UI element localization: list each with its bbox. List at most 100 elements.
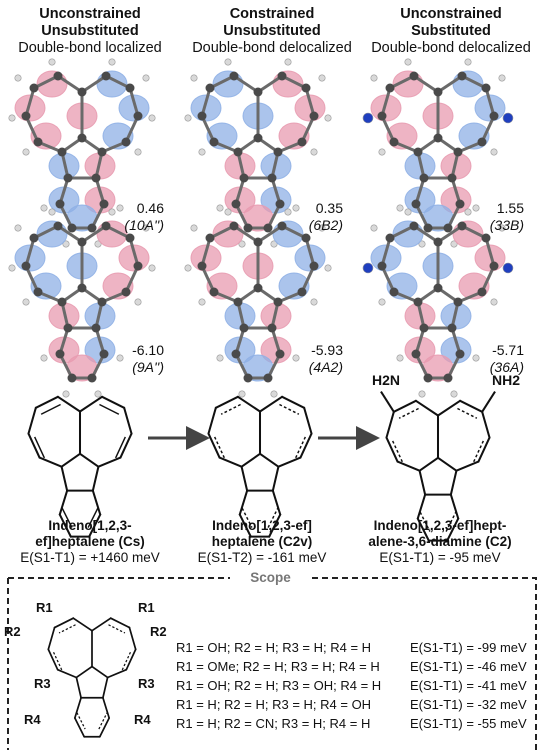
- orbital-bottom-2-state: (4A2): [308, 359, 343, 375]
- hydrogen-atom: [450, 390, 458, 398]
- orbital-bottom-1-value: -6.10: [132, 342, 164, 358]
- structure-bond: [218, 456, 243, 468]
- structure-inner-bond: [391, 440, 404, 463]
- structure-bond: [416, 517, 430, 542]
- orbital-bond: [257, 74, 283, 94]
- carbon-atom: [443, 373, 453, 383]
- carbon-atom: [91, 173, 101, 183]
- carbon-atom: [87, 223, 97, 233]
- orbital-bond: [414, 327, 426, 355]
- hydrogen-atom: [370, 224, 378, 232]
- carbon-atom: [309, 261, 319, 271]
- structure-bond: [101, 395, 126, 409]
- structure-bond: [436, 399, 462, 417]
- orbital-bond: [437, 74, 463, 94]
- hydrogen-atom: [142, 224, 150, 232]
- orbital-bond: [380, 237, 392, 267]
- orbital-bond: [24, 87, 36, 117]
- hydrogen-atom: [190, 74, 198, 82]
- orbital-bond: [24, 115, 40, 143]
- carbon-atom: [409, 71, 419, 81]
- structure-bond: [128, 626, 137, 651]
- structure-bond: [56, 668, 78, 679]
- structure-bond: [455, 460, 480, 472]
- carbon-atom: [423, 373, 433, 383]
- structure-bond: [27, 406, 37, 435]
- carbon-atom: [197, 111, 207, 121]
- carbon-atom: [413, 147, 423, 157]
- orbital-bottom-1-state: (9A''): [132, 359, 164, 375]
- carbon-atom: [419, 323, 429, 333]
- carbon-atom: [477, 137, 487, 147]
- structure-bond: [449, 469, 458, 496]
- carbon-atom: [99, 349, 109, 359]
- scope-r-label-5: R3: [34, 676, 51, 691]
- carbon-atom: [411, 349, 421, 359]
- structure-bond: [385, 410, 395, 439]
- hydrogen-atom: [48, 58, 56, 66]
- structure-inner-bond: [445, 511, 457, 532]
- structure-bond: [102, 696, 111, 719]
- orbital-bottom-2: [184, 208, 332, 398]
- structure-inner-bond: [457, 407, 478, 419]
- carbon-atom: [489, 111, 499, 121]
- carbon-atom: [33, 287, 43, 297]
- orbital-bond: [304, 237, 316, 267]
- carbon-atom: [121, 287, 131, 297]
- orbital-bond: [58, 177, 70, 205]
- orbital-bond: [413, 224, 439, 244]
- carbon-atom: [433, 283, 443, 293]
- header-2-line1: Constrained: [229, 6, 315, 22]
- orbital-bond: [94, 327, 106, 355]
- carbon-atom: [53, 221, 63, 231]
- hydrogen-atom: [464, 208, 472, 216]
- carbon-atom: [67, 223, 77, 233]
- carbon-atom: [233, 147, 243, 157]
- carbon-atom: [277, 71, 287, 81]
- header-3-line3: Double-bond delocalized: [371, 40, 531, 56]
- hydrogen-atom: [142, 74, 150, 82]
- orbital-bond: [94, 177, 106, 205]
- carbon-atom: [385, 83, 395, 93]
- carbon-atom: [133, 111, 143, 121]
- orbital-bond: [233, 224, 259, 244]
- carbon-atom: [477, 287, 487, 297]
- hydrogen-atom: [62, 390, 70, 398]
- structure-bond: [91, 665, 109, 679]
- compound-3-name-line1: Indeno[1,2,3-ef]hept-: [373, 518, 507, 533]
- scope-row-3-text: R1 = OH; R2 = H; R3 = OH; R4 = H: [176, 678, 382, 693]
- structure-bond: [258, 395, 284, 413]
- carbon-atom: [453, 147, 463, 157]
- orbital-bond: [413, 74, 439, 94]
- orbital-bond: [300, 115, 316, 143]
- scope-r-label-7: R4: [24, 712, 41, 727]
- structure-inner-bond: [241, 507, 253, 528]
- carbon-atom: [457, 221, 467, 231]
- structure-bond: [396, 460, 421, 472]
- hydrogen-atom: [22, 298, 30, 306]
- header-1-line3: Double-bond localized: [18, 40, 162, 56]
- header-col-2: Constrained Unsubstituted Double-bond de…: [182, 6, 362, 57]
- structure-bond: [238, 513, 252, 538]
- nitrogen-atom: [362, 112, 374, 124]
- carbon-atom: [263, 373, 273, 383]
- hydrogen-atom: [324, 114, 332, 122]
- carbon-atom: [409, 221, 419, 231]
- carbon-atom: [33, 137, 43, 147]
- structure-inner-bond: [87, 507, 99, 528]
- scope-row-3-energy: E(S1-T1) = -41 meV: [410, 678, 527, 693]
- orbital-bond: [200, 115, 216, 143]
- orbital-bond: [257, 224, 283, 244]
- orbital-top-2-label: 0.35 (6B2): [283, 200, 343, 234]
- carbon-atom: [377, 261, 387, 271]
- hydrogen-atom: [216, 204, 224, 212]
- carbon-atom: [253, 237, 263, 247]
- hydrogen-atom: [396, 354, 404, 362]
- scope-r-label-6: R3: [138, 676, 155, 691]
- hydrogen-atom: [134, 298, 142, 306]
- carbon-atom: [243, 223, 253, 233]
- carbon-atom: [423, 223, 433, 233]
- hydrogen-atom: [292, 204, 300, 212]
- carbon-atom: [57, 147, 67, 157]
- structure-bond: [60, 465, 69, 492]
